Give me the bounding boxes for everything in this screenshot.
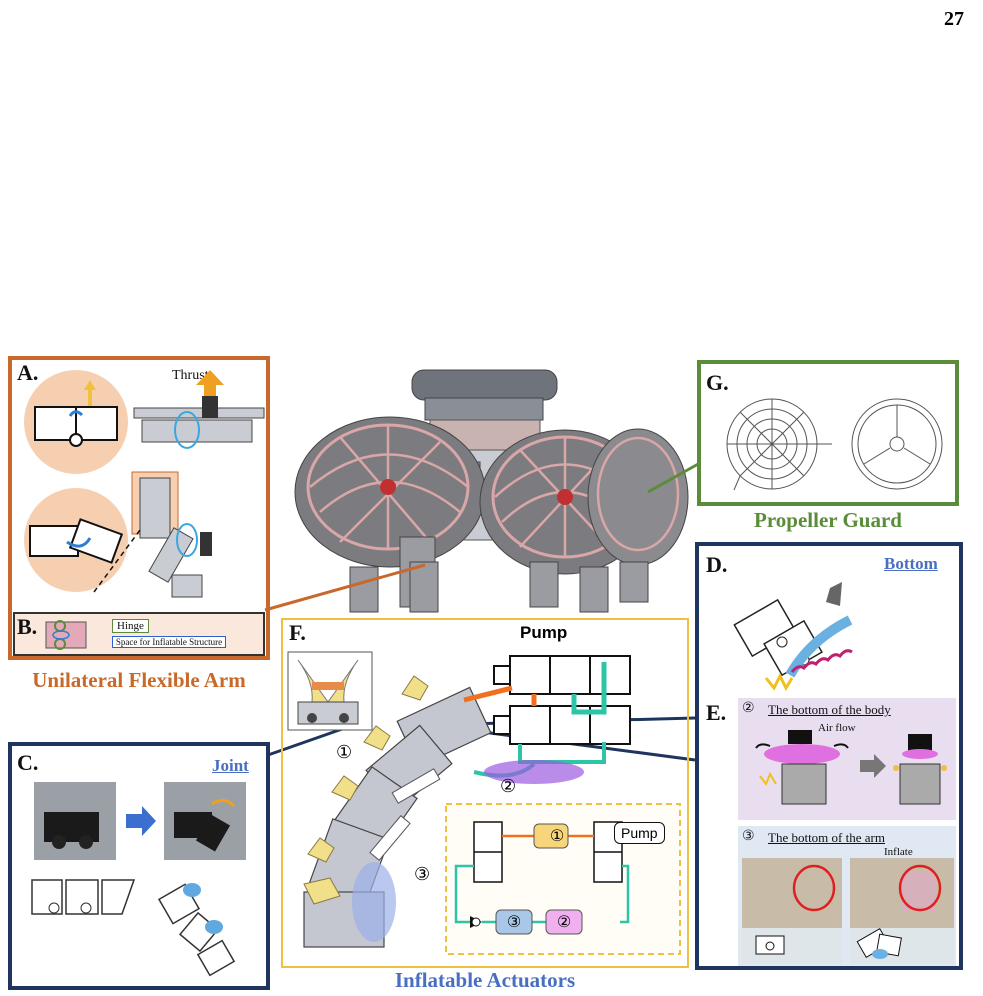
panel-c-label: C. xyxy=(17,750,39,775)
panel-a-frame xyxy=(8,356,270,660)
panel-d-title: Bottom xyxy=(884,554,938,573)
panel-g-label: G. xyxy=(706,370,729,395)
panel-d-label: D. xyxy=(706,552,728,577)
thrust-label: Thrust xyxy=(172,368,209,383)
bottom-detail-drawing xyxy=(733,582,853,692)
body-bottom-diagram xyxy=(755,730,947,805)
circuit-node-1: ① xyxy=(549,826,565,845)
circuit-node-3: ③ xyxy=(506,912,522,931)
hinge-part-icon xyxy=(45,620,87,650)
panel-a-label: A. xyxy=(17,360,39,385)
body-title: The bottom of the body xyxy=(768,702,891,717)
arm-bottom-photos xyxy=(742,858,954,964)
propeller-guard-drawings xyxy=(726,398,943,491)
page-number: 27 xyxy=(944,8,964,30)
inflatable-caption: Inflatable Actuators xyxy=(394,968,576,992)
pump-label-top: Pump xyxy=(520,623,568,642)
joint-photos xyxy=(31,782,246,977)
inflatable-space-label: Space for Inflatable Structure xyxy=(112,636,226,648)
panel-c-title: Joint xyxy=(212,756,249,775)
marker-3: ③ xyxy=(414,864,431,885)
hinge-label: Hinge xyxy=(112,619,149,633)
inflate-label: Inflate xyxy=(884,846,913,858)
arm-num: ③ xyxy=(742,828,755,844)
panel-c-frame xyxy=(8,742,270,990)
panel-f-label: F. xyxy=(289,620,306,645)
marker-1: ① xyxy=(336,742,353,763)
panel-a-diagrams xyxy=(24,370,265,598)
panel-b-label: B. xyxy=(17,614,38,639)
panel-e-label: E. xyxy=(706,700,727,725)
circuit-pump-label: Pump xyxy=(614,822,665,844)
marker-2: ② xyxy=(500,776,517,797)
arm-caption: Unilateral Flexible Arm xyxy=(32,668,246,692)
airflow-label: Air flow xyxy=(818,722,856,734)
guard-caption: Propeller Guard xyxy=(754,508,902,532)
panel-de-frame xyxy=(695,542,963,970)
drone-illustration xyxy=(294,369,689,613)
panel-f-frame xyxy=(281,618,689,968)
inflatable-arm-drawing xyxy=(287,651,681,955)
body-num: ② xyxy=(742,700,755,716)
arm-title: The bottom of the arm xyxy=(768,830,885,845)
panel-g-frame xyxy=(697,360,959,506)
circuit-node-2: ② xyxy=(556,912,572,931)
